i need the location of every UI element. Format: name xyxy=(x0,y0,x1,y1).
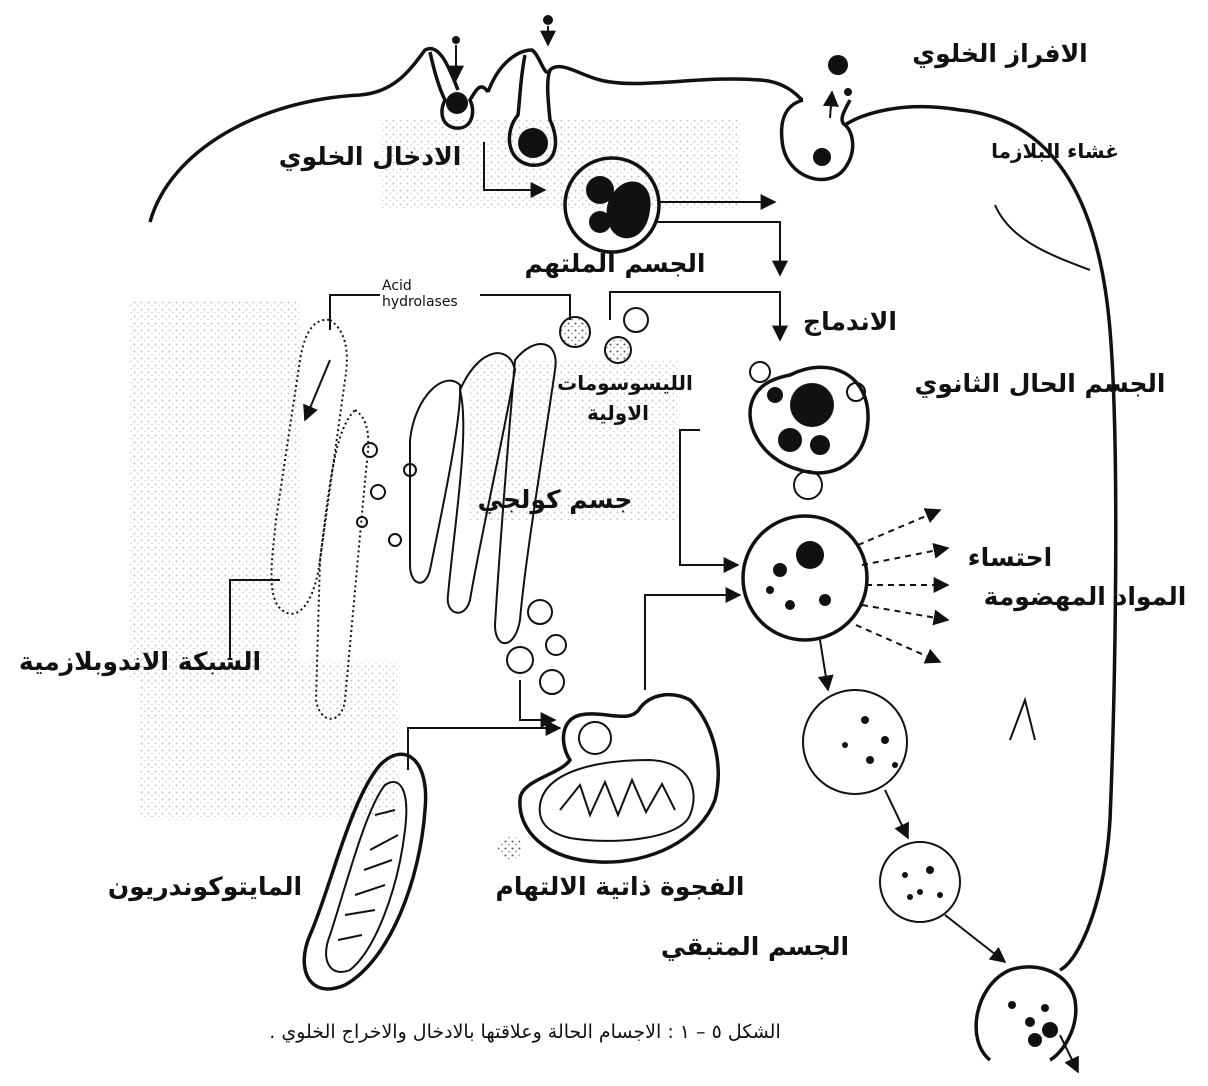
label-exocytosis: الافراز الخلوي xyxy=(912,39,1088,69)
label-primary-lysosomes-1: الليسوسومات xyxy=(557,371,693,395)
label-endocytosis: الادخال الخلوي xyxy=(279,142,462,172)
mitochondrion-to-vacuole-arrow xyxy=(408,728,560,770)
exocytosis-arrow xyxy=(830,92,832,118)
label-residual-body: الجسم المتبقي xyxy=(661,932,849,961)
label-acid-hydrolases-1: Acid xyxy=(382,278,412,294)
endocytic-vesicle-2 xyxy=(518,128,548,158)
exocytic-content-1 xyxy=(813,148,831,166)
label-secondary-lysosome: الجسم الحال الثانوي xyxy=(914,369,1165,399)
cytoplasm-texture xyxy=(130,120,740,820)
label-phagosome: الجسم الملتهم xyxy=(525,249,706,279)
label-golgi: جسم كولجي xyxy=(478,485,633,515)
figure-caption: الشكل ٥ – ١ : الاجسام الحالة وعلاقتها با… xyxy=(269,1021,781,1043)
exocytic-release-2 xyxy=(844,88,852,96)
endocytic-particle-2 xyxy=(543,15,553,25)
residual-exocytosis xyxy=(976,967,1078,1072)
label-mitochondrion: المايتوكوندريون xyxy=(108,872,302,902)
primary-lysosomes xyxy=(560,308,648,363)
residual-to-exit-arrow xyxy=(945,915,1005,962)
fusion-to-digesting-arrow xyxy=(680,430,738,565)
digesting-lysosome xyxy=(743,516,867,640)
hydrolases-line-lysosome xyxy=(480,295,570,320)
label-er: الشبكة الاندوبلازمية xyxy=(19,647,261,677)
residual-body xyxy=(880,842,960,922)
plasma-membrane-pointer xyxy=(995,205,1090,270)
hydrolases-line-er xyxy=(330,295,380,330)
endocytic-particle-1 xyxy=(452,36,460,44)
label-primary-lysosomes-2: الاولية xyxy=(587,401,649,425)
endocytic-vesicle-1 xyxy=(446,92,468,114)
label-digested-material-1: احتساء xyxy=(968,543,1052,572)
digesting-to-late-arrow xyxy=(820,640,828,690)
vacuole-to-digesting-arrow xyxy=(645,595,740,690)
label-plasma-membrane: غشاء البلازما xyxy=(991,139,1119,163)
exocytic-vesicle xyxy=(782,100,853,179)
er-internal-arrow xyxy=(305,360,330,420)
golgi-to-vacuole-arrow xyxy=(520,680,555,720)
late-to-residual-arrow xyxy=(885,790,908,838)
endocytic-pit-1 xyxy=(430,52,488,128)
label-acid-hydrolases-2: hydrolases xyxy=(382,294,458,310)
late-lysosome xyxy=(803,690,907,794)
absorption-arrows xyxy=(856,510,948,662)
secondary-lysosome xyxy=(750,362,868,499)
arrow-glyph xyxy=(1010,700,1035,740)
label-digested-material-2: المواد المهضومة xyxy=(984,582,1187,612)
exocytic-release-1 xyxy=(828,55,848,75)
label-autophagic-vacuole: الفجوة ذاتية الالتهام xyxy=(496,872,745,902)
label-fusion: الاندماج xyxy=(803,307,897,337)
